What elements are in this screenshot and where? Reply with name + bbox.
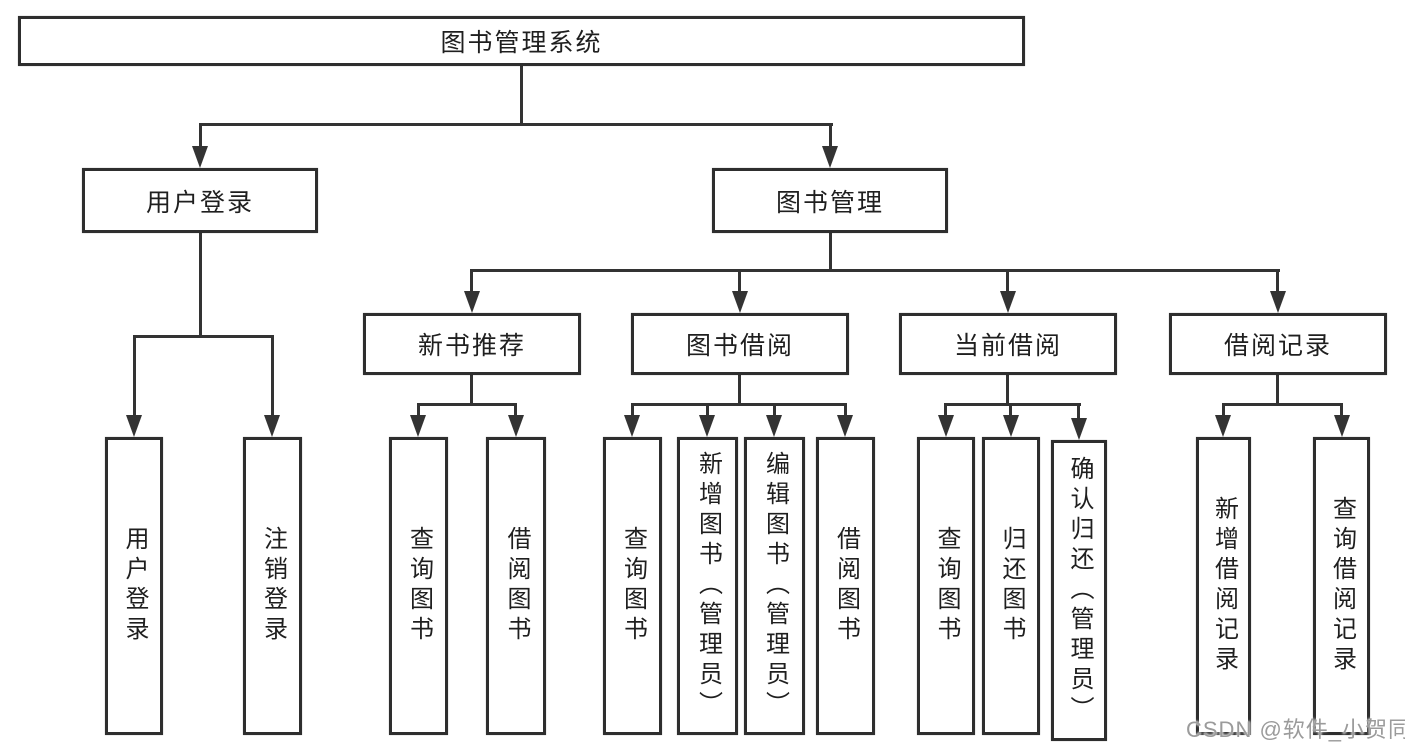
node-cb-query-books: 查询图书 [917, 437, 975, 735]
connector-line [470, 269, 1280, 272]
connector-line [417, 403, 420, 417]
connector-line [199, 123, 202, 147]
connector-line [631, 403, 847, 406]
node-bb-edit-books-admin: 编辑图书（管理员） [744, 437, 805, 735]
arrow-down-icon [126, 415, 142, 437]
node-cb-return-books: 归还图书 [982, 437, 1040, 735]
node-bb-add-books-admin: 新增图书（管理员） [677, 437, 738, 735]
arrow-down-icon [624, 415, 640, 437]
connector-line [631, 403, 634, 417]
connector-line [133, 335, 136, 415]
arrow-down-icon [1215, 415, 1231, 437]
arrow-down-icon [1000, 291, 1016, 313]
node-leaf-user-login: 用户登录 [105, 437, 163, 735]
connector-line [520, 66, 523, 126]
node-bb-borrow-books: 借阅图书 [816, 437, 875, 735]
connector-line [1077, 403, 1080, 420]
node-leaf-logout: 注销登录 [243, 437, 302, 735]
node-bb-query-books: 查询图书 [603, 437, 662, 735]
connector-line [706, 403, 709, 417]
connector-line [199, 123, 833, 126]
connector-line [773, 403, 776, 417]
node-nb-query-books: 查询图书 [389, 437, 448, 735]
connector-line [514, 403, 517, 417]
connector-line [1340, 403, 1343, 417]
node-book-borrowing: 图书借阅 [631, 313, 849, 375]
arrow-down-icon [192, 146, 208, 168]
connector-line [470, 269, 473, 293]
connector-line [1276, 269, 1279, 293]
connector-line [1222, 403, 1225, 417]
node-user-login: 用户登录 [82, 168, 318, 233]
connector-line [417, 403, 517, 406]
connector-line [133, 335, 274, 338]
node-nb-borrow-books: 借阅图书 [486, 437, 546, 735]
connector-line [1009, 403, 1012, 417]
connector-line [1222, 403, 1343, 406]
connector-line [829, 233, 832, 272]
arrow-down-icon [1270, 291, 1286, 313]
arrow-down-icon [822, 146, 838, 168]
node-library-management-system: 图书管理系统 [18, 16, 1025, 66]
arrow-down-icon [1003, 415, 1019, 437]
arrow-down-icon [508, 415, 524, 437]
arrow-down-icon [766, 415, 782, 437]
connector-line [1006, 375, 1009, 406]
arrow-down-icon [1334, 415, 1350, 437]
arrow-down-icon [1071, 418, 1087, 440]
node-br-add-record: 新增借阅记录 [1196, 437, 1251, 735]
arrow-down-icon [938, 415, 954, 437]
connector-line [738, 269, 741, 293]
connector-line [199, 233, 202, 337]
arrow-down-icon [699, 415, 715, 437]
connector-line [829, 123, 832, 147]
arrow-down-icon [464, 291, 480, 313]
connector-line [944, 403, 947, 417]
node-current-borrowing: 当前借阅 [899, 313, 1117, 375]
arrow-down-icon [410, 415, 426, 437]
node-br-query-record: 查询借阅记录 [1313, 437, 1370, 735]
connector-line [470, 375, 473, 406]
node-book-management: 图书管理 [712, 168, 948, 233]
node-cb-confirm-return-admin: 确认归还（管理员） [1051, 440, 1107, 741]
connector-line [738, 375, 741, 406]
connector-line [1276, 375, 1279, 406]
node-new-book-recommend: 新书推荐 [363, 313, 581, 375]
csdn-watermark: CSDN @软件_小贺同学 [1186, 717, 1405, 742]
node-borrowing-records: 借阅记录 [1169, 313, 1387, 375]
connector-line [944, 403, 1081, 406]
arrow-down-icon [264, 415, 280, 437]
connector-line [271, 335, 274, 415]
arrow-down-icon [837, 415, 853, 437]
arrow-down-icon [732, 291, 748, 313]
connector-line [844, 403, 847, 417]
connector-line [1006, 269, 1009, 293]
